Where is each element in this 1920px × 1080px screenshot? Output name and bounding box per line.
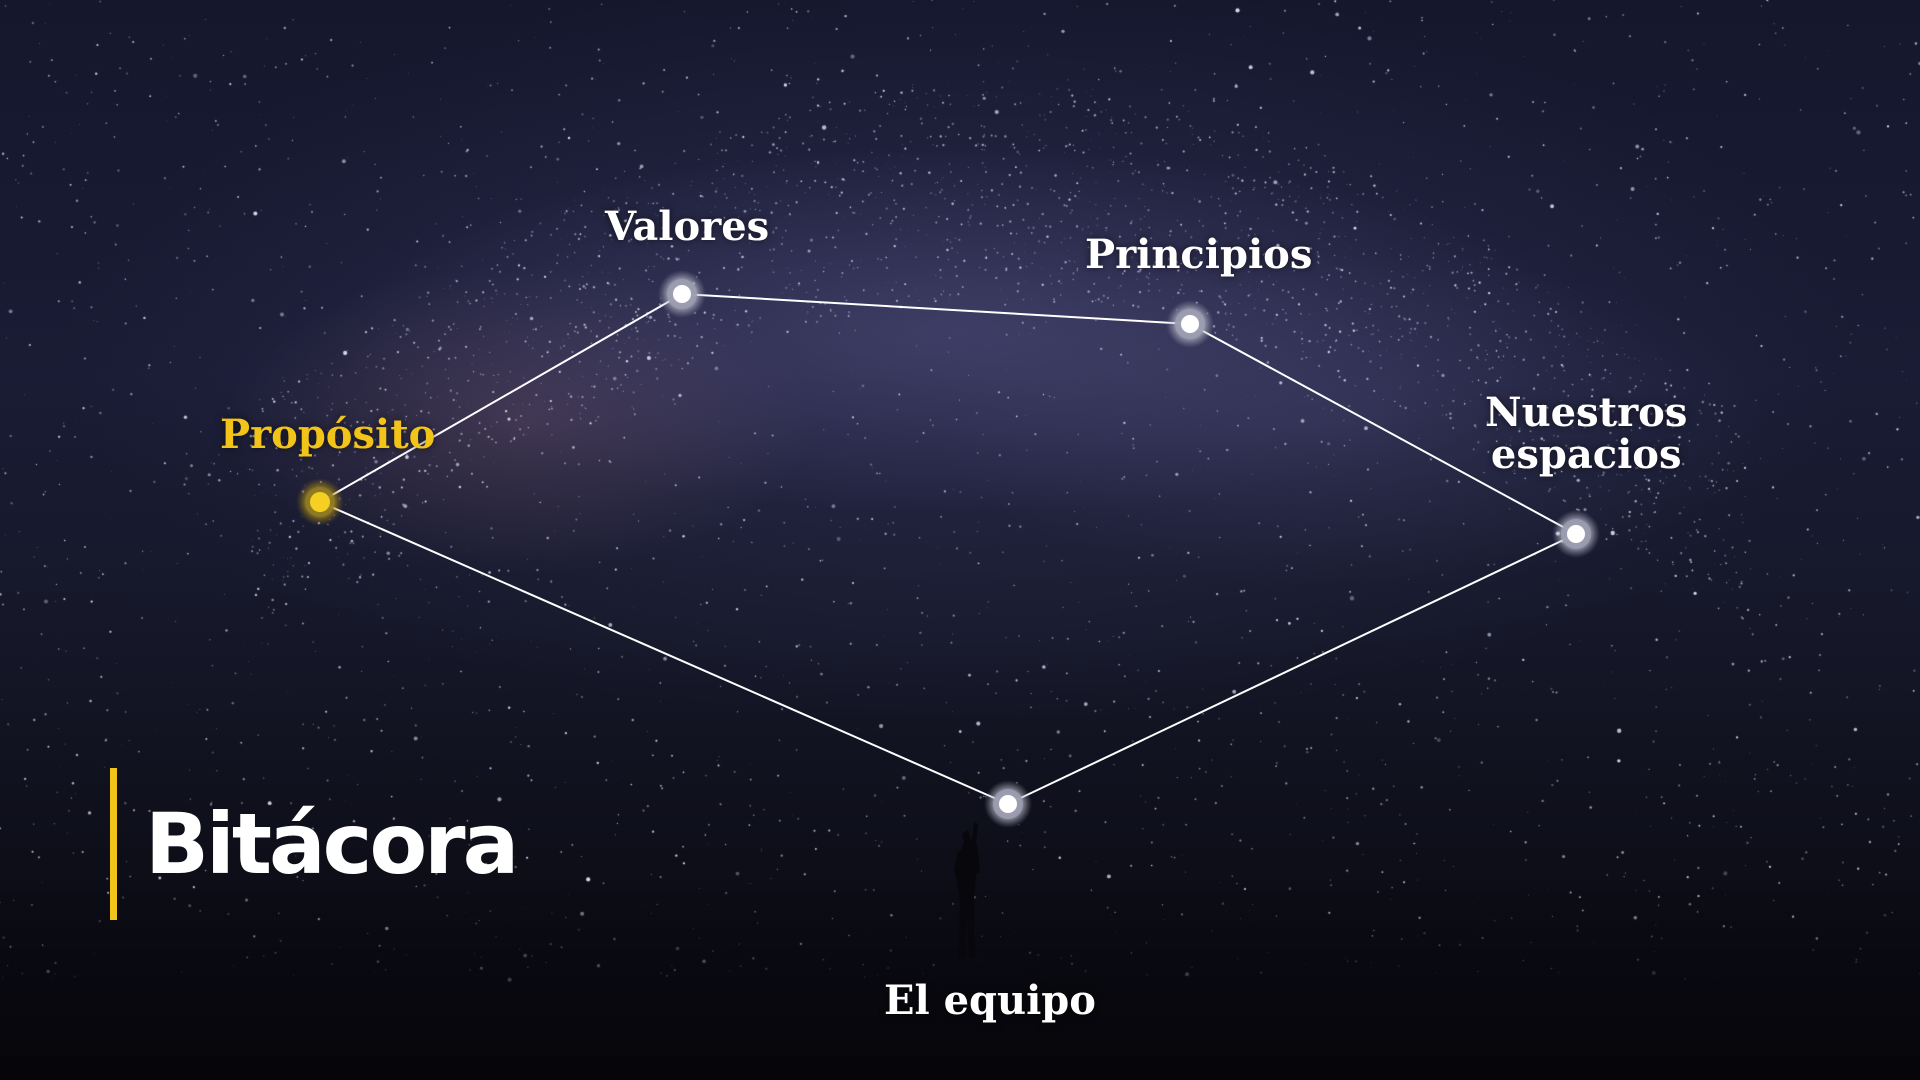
label-el-equipo[interactable]: El equipo <box>884 977 1096 1024</box>
line-valores-principios <box>681 293 1191 325</box>
label-proposito[interactable]: Propósito <box>220 411 436 458</box>
star-node-valores[interactable] <box>658 270 706 318</box>
label-nuestros-espacios-line1: Nuestros <box>1485 389 1688 436</box>
person-silhouette <box>954 822 980 958</box>
label-principios[interactable]: Principios <box>1085 231 1313 278</box>
star-node-principios[interactable] <box>1166 300 1214 348</box>
label-valores[interactable]: Valores <box>605 203 770 250</box>
connection-lines <box>319 293 1577 805</box>
star-node-nuestros-espacios[interactable] <box>1552 510 1600 558</box>
line-proposito-valores <box>319 293 683 503</box>
star-node-el-equipo[interactable] <box>984 780 1032 828</box>
line-nuestros-espacios-el-equipo <box>1007 533 1577 805</box>
label-nuestros-espacios-line2: espacios <box>1490 431 1682 478</box>
star-node-proposito[interactable] <box>296 478 344 526</box>
line-principios-nuestros-espacios <box>1189 323 1577 535</box>
brand-title: Bitácora <box>145 795 519 893</box>
brand-block: Bitácora <box>110 768 519 920</box>
line-el-equipo-proposito <box>319 501 1009 805</box>
label-nuestros-espacios[interactable]: Nuestros espacios <box>1485 392 1687 476</box>
